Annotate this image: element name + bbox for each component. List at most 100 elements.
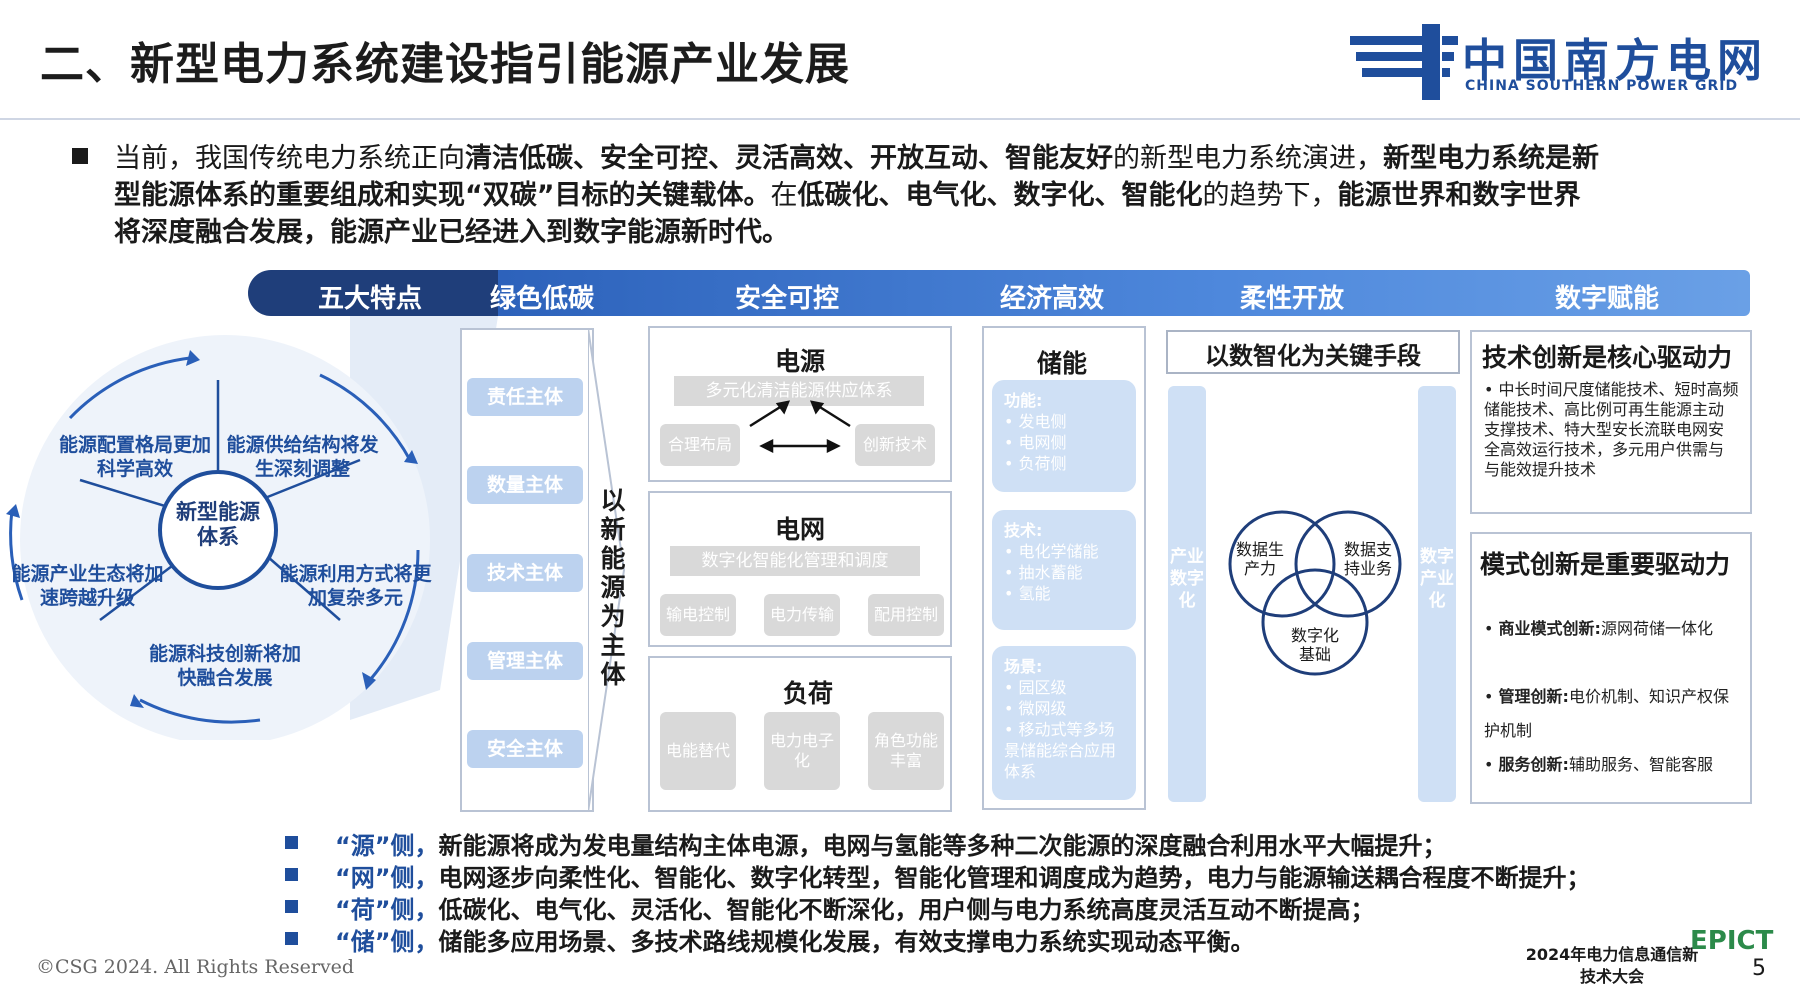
fan-petal: 能源利用方式将更加复杂多元: [279, 563, 432, 609]
tech-innovation-panel: [1470, 330, 1752, 514]
green-pill: 安全主体: [467, 730, 583, 768]
green-vertical-char: 能: [600, 544, 626, 573]
storage-box-item: • 氢能: [1004, 584, 1051, 603]
grid-box: 配用控制: [868, 594, 944, 636]
model-item-head: 服务创新:: [1498, 755, 1569, 774]
green-vertical-char: 新: [600, 515, 626, 544]
storage-box-item: • 园区级: [1004, 678, 1067, 697]
source-box: 合理布局: [660, 424, 740, 466]
grid-bar: 数字化智能化管理和调度: [670, 546, 920, 576]
tech-innovation-text: • 中长时间尺度储能技术、短时高频储能技术、高比例可再生能源主动支撑技术、特大型…: [1484, 380, 1739, 479]
intro-bold: 型能源体系的重要组成和实现“双碳”目标的关键载体。: [114, 180, 771, 211]
intro-bold: 将深度融合发展，能源产业已经进入到数字能源新时代。: [114, 217, 789, 248]
green-pill: 管理主体: [467, 642, 583, 680]
epict-logo: EPICT: [1690, 926, 1774, 956]
bullet-side: “储”侧，: [335, 928, 439, 956]
model-item-text: 源网荷储一体化: [1600, 619, 1713, 638]
grid-title: 电网: [774, 515, 825, 544]
storage-function-box: 功能: • 发电侧 • 电网侧 • 负荷侧: [992, 380, 1136, 492]
tech-innovation-title: 技术创新是核心驱动力: [1482, 343, 1733, 372]
storage-box-item: • 发电侧: [1004, 412, 1067, 431]
storage-box-item: • 负荷侧: [1004, 454, 1067, 473]
storage-scene-box: 场景: • 园区级 • 微网级 • 移动式等多场景储能综合应用体系: [992, 646, 1136, 800]
bottom-bullet: “储”侧，储能多应用场景、多技术路线规模化发展，有效支撑电力系统实现动态平衡。: [335, 922, 1255, 957]
bullet-square-icon: [285, 836, 298, 849]
banner-lead-label: 五大特点: [318, 284, 423, 314]
source-bar: 多元化清洁能源供应体系: [674, 376, 924, 406]
flexible-left-bar: 产业数字化: [1168, 386, 1206, 802]
intro-bold: 清洁低碳、安全可控、灵活高效、开放互动、智能友好: [465, 143, 1113, 174]
storage-box-head: 技术:: [1004, 521, 1043, 540]
fan-petal: 能源科技创新将加快融合发展: [148, 643, 301, 689]
load-title: 负荷: [782, 679, 833, 708]
bottom-bullet: “荷”侧，低碳化、电气化、灵活化、智能化不断深化，用户侧与电力系统高度灵活互动不…: [335, 890, 1375, 925]
bottom-bullet: “网”侧，电网逐步向柔性化、智能化、数字化转型，智能化管理和调度成为趋势，电力与…: [335, 858, 1591, 893]
intro-bold: 能源世界和数字世界: [1337, 180, 1581, 211]
fan-center-label: 新型能源体系: [176, 500, 260, 549]
page-title: 二、新型电力系统建设指引能源产业发展: [40, 39, 850, 90]
banner-item-safety: 安全可控: [735, 284, 840, 314]
venn-label: 数据支持业务: [1343, 540, 1392, 578]
storage-box-item: • 抽水蓄能: [1004, 563, 1083, 582]
green-pill: 责任主体: [467, 378, 583, 416]
storage-box-item: • 微网级: [1004, 699, 1067, 718]
green-vertical-char: 主: [600, 631, 626, 660]
green-pill: 技术主体: [467, 554, 583, 592]
banner-item-green: 绿色低碳: [490, 284, 595, 314]
green-vertical-char: 源: [600, 573, 626, 602]
load-box: 电能替代: [660, 712, 736, 790]
bullet-text: 低碳化、电气化、灵活化、智能化不断深化，用户侧与电力系统高度灵活互动不断提高；: [438, 896, 1375, 924]
source-title: 电源: [774, 347, 825, 376]
storage-tech-box: 技术: • 电化学储能 • 抽水蓄能 • 氢能: [992, 510, 1136, 630]
intro-bold: 低碳化、电气化、数字化、智能化: [797, 180, 1203, 211]
model-innovation-item: • 商业模式创新:源网荷储一体化: [1484, 619, 1713, 638]
page-number: 5: [1752, 956, 1766, 981]
bullet-square-icon: [72, 148, 88, 164]
model-item-head: 管理创新:: [1498, 687, 1569, 706]
green-pill: 数量主体: [467, 466, 583, 504]
banner-item-economy: 经济高效: [1000, 284, 1105, 314]
intro-text: 在: [770, 180, 798, 211]
storage-box-item: • 电化学储能: [1004, 542, 1099, 561]
green-vertical-char: 体: [600, 660, 626, 689]
flexible-right-bar: 数字产业化: [1418, 386, 1456, 802]
storage-title: 储能: [1036, 349, 1087, 378]
model-innovation-title: 模式创新是重要驱动力: [1480, 550, 1731, 579]
fan-petal: 能源供给结构将发生深刻调整: [226, 434, 379, 480]
intro-text: 当前，我国传统电力系统正向: [114, 143, 465, 174]
bullet-square-icon: [285, 932, 298, 945]
green-vertical-char: 以: [600, 486, 626, 515]
venn-label: 数字化基础: [1290, 626, 1339, 664]
grid-box: 输电控制: [660, 594, 736, 636]
intro-bold: 新型电力系统是新: [1383, 143, 1599, 174]
model-innovation-item: • 管理创新:电价机制、知识产权保护机制: [1484, 687, 1729, 740]
bullet-text: 电网逐步向柔性化、智能化、数字化转型，智能化管理和调度成为趋势，电力与能源输送耦…: [438, 864, 1591, 892]
storage-box-item: • 移动式等多场景储能综合应用体系: [1004, 720, 1117, 781]
intro-text: 的趋势下，: [1202, 180, 1338, 211]
feature-banner: [440, 270, 1750, 316]
bottom-bullet: “源”侧，新能源将成为发电量结构主体电源，电网与氢能等多种二次能源的深度融合利用…: [335, 826, 1447, 861]
csg-logo-icon: [1350, 24, 1458, 100]
copyright-text: ©CSG 2024. All Rights Reserved: [36, 956, 355, 978]
intro-paragraph: 当前，我国传统电力系统正向清洁低碳、安全可控、灵活高效、开放互动、智能友好的新型…: [70, 140, 1770, 251]
logo-text-cn: 中国南方电网: [1462, 34, 1769, 87]
source-box: 创新技术: [855, 424, 935, 466]
green-arrow: [588, 328, 626, 812]
banner-item-digital: 数字赋能: [1555, 284, 1660, 314]
energy-system-fan-diagram: [6, 316, 498, 740]
flexible-title: 以数智化为关键手段: [1205, 342, 1421, 370]
grid-box: 电力传输: [764, 594, 840, 636]
conference-name: 2024年电力信息通信新技术大会: [1525, 945, 1699, 986]
bullet-square-icon: [285, 900, 298, 913]
bullet-side: “荷”侧，: [335, 896, 439, 924]
logo-text-en: CHINA SOUTHERN POWER GRID: [1465, 78, 1739, 94]
bullet-square-icon: [285, 868, 298, 881]
model-item-text: 辅助服务、智能客服: [1568, 755, 1713, 774]
source-arrows-icon: [749, 400, 851, 454]
flexible-title-box: [1166, 330, 1460, 374]
load-box: 角色功能丰富: [868, 712, 944, 790]
venn-label: 数据生产力: [1235, 540, 1284, 578]
model-innovation-item: • 服务创新:辅助服务、智能客服: [1484, 755, 1713, 774]
storage-box-head: 场景:: [1004, 657, 1043, 676]
model-innovation-panel: [1470, 532, 1752, 804]
